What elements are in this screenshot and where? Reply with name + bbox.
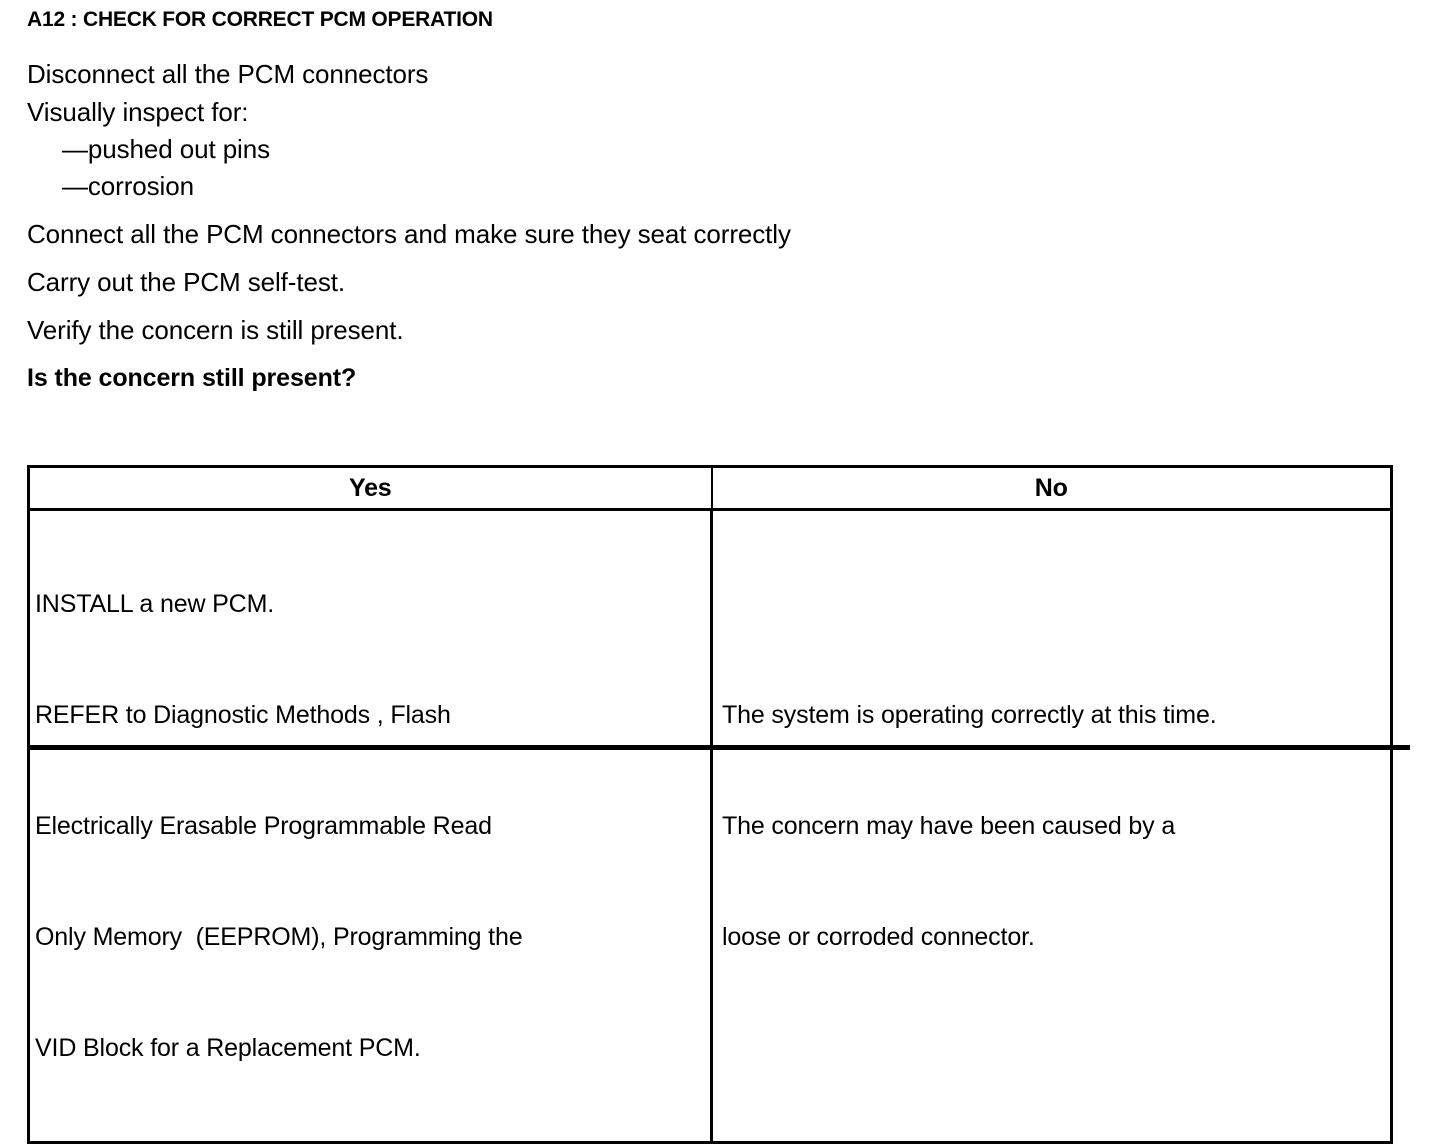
document-page: A12 : CHECK FOR CORRECT PCM OPERATION Di… — [27, 8, 1410, 1144]
instruction-line: Connect all the PCM connectors and make … — [27, 219, 791, 249]
column-header-no: No — [710, 465, 1393, 511]
instruction-line: Disconnect all the PCM connectors — [27, 59, 429, 89]
footer-divider — [27, 745, 1410, 750]
cell-no-action: The system is operating correctly at thi… — [710, 508, 1393, 1144]
cell-yes-text: INSTALL a new PCM. REFER to Diagnostic M… — [35, 511, 710, 1141]
decision-table: Yes No INSTALL a new PCM. REFER to Diagn… — [27, 465, 1393, 1144]
cell-line: REFER to Diagnostic Methods , Flash — [35, 701, 451, 729]
cell-yes-action: INSTALL a new PCM. REFER to Diagnostic M… — [27, 508, 713, 1144]
instruction-list: Disconnect all the PCM connectors Visual… — [27, 55, 1407, 397]
instruction-line: Visually inspect for: — [27, 97, 249, 127]
column-header-yes: Yes — [27, 465, 713, 511]
cell-line: Electrically Erasable Programmable Read — [35, 812, 492, 840]
page-title: A12 : CHECK FOR CORRECT PCM OPERATION — [27, 8, 493, 31]
cell-line: The concern may have been caused by a — [722, 811, 1176, 840]
instruction-bullet: —pushed out pins — [62, 134, 270, 164]
instruction-bullet: —corrosion — [62, 171, 194, 201]
instruction-line: Carry out the PCM self-test. — [27, 267, 345, 297]
cell-line: Only Memory (EEPROM), Programming the — [35, 923, 523, 951]
table-header-row: Yes No — [27, 465, 1393, 511]
decision-question: Is the concern still present? — [27, 364, 357, 392]
cell-line: The system is operating correctly at thi… — [722, 700, 1217, 729]
cell-line: loose or corroded connector. — [722, 922, 1035, 951]
cell-line: VID Block for a Replacement PCM. — [35, 1034, 421, 1062]
table-row: INSTALL a new PCM. REFER to Diagnostic M… — [27, 508, 1393, 1144]
cell-no-text: The system is operating correctly at thi… — [718, 623, 1390, 1030]
cell-line: INSTALL a new PCM. — [35, 590, 275, 618]
instruction-line: Verify the concern is still present. — [27, 315, 404, 345]
